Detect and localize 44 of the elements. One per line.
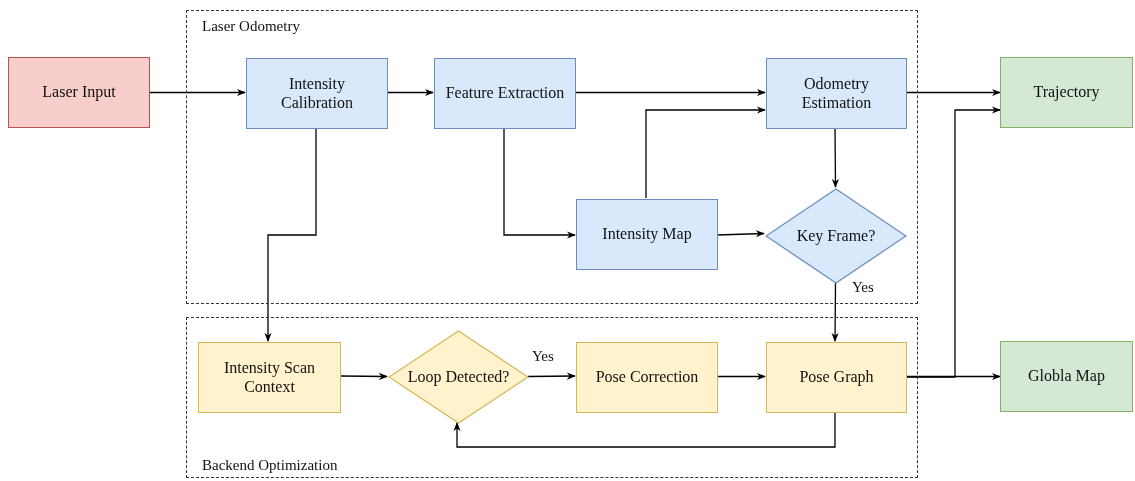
node-label: Trajectory	[1033, 83, 1100, 102]
node-label: Pose Correction	[595, 368, 699, 387]
node-label: Globla Map	[1028, 367, 1105, 386]
arrow	[905, 106, 1001, 378]
arrow	[574, 88, 766, 97]
decision-diamond	[388, 330, 529, 424]
arrow	[453, 411, 836, 448]
process-box	[576, 342, 718, 413]
arrow	[527, 372, 576, 380]
node-label: Intensity Calibration	[280, 75, 354, 112]
arrow	[716, 372, 766, 381]
process-box	[434, 58, 576, 129]
arrow	[264, 127, 317, 342]
process-box	[576, 199, 718, 270]
group-heading: Backend Optimization	[202, 457, 338, 474]
dashed-group-frame	[186, 317, 918, 478]
process-box	[198, 342, 341, 413]
group-heading: Laser Odometry	[202, 18, 300, 35]
arrow	[386, 88, 434, 97]
dashed-group-frame	[186, 10, 918, 304]
node-label: Laser Input	[42, 83, 116, 102]
arrow	[149, 88, 246, 97]
node-label: Odometry Estimation	[800, 75, 873, 112]
arrow	[503, 127, 576, 239]
arrow	[905, 88, 1001, 97]
node-label: Intensity Map	[602, 225, 692, 244]
node-label: Intensity Scan Context	[222, 359, 317, 396]
arrow	[905, 372, 1001, 381]
process-box	[246, 58, 388, 129]
decision-diamond	[765, 188, 907, 284]
process-box	[1000, 341, 1133, 412]
process-box	[8, 57, 150, 128]
process-box	[766, 58, 907, 129]
arrow	[831, 282, 839, 342]
arrow	[716, 230, 765, 238]
arrow	[339, 372, 388, 380]
process-box	[1000, 57, 1133, 128]
arrow	[645, 106, 766, 199]
node-label: Key Frame?	[796, 226, 876, 246]
arrow	[831, 127, 840, 188]
node-label: Loop Detected?	[407, 367, 510, 387]
node-label: Feature Extraction	[445, 84, 565, 103]
process-box	[766, 342, 907, 413]
node-label: Pose Graph	[799, 368, 874, 387]
